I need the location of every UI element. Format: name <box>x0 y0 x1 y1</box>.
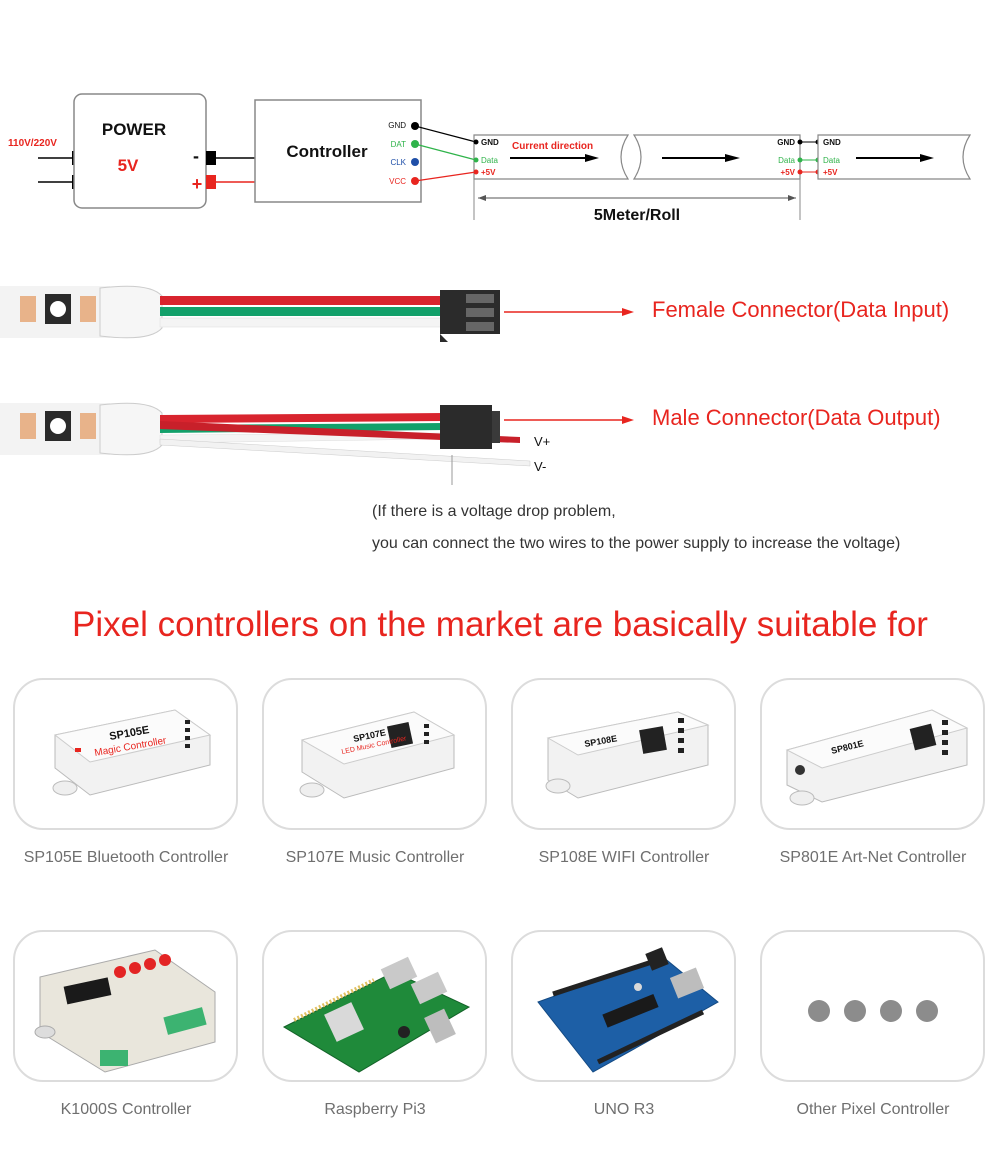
raspberry-pi-board-icon <box>282 956 471 1073</box>
wiring-diagram: 110V/220V POWER 5V - + Controller GND DA… <box>8 93 972 226</box>
sp107e-device-icon: SP107E LED Music Controller <box>299 711 456 799</box>
caption-sp108e: SP108E WIFI Controller <box>538 849 710 866</box>
led-lens-2 <box>50 418 66 434</box>
male-connector-tip <box>492 411 500 443</box>
female-connector-label: Female Connector(Data Input) <box>652 297 950 322</box>
strip3-data: Data <box>823 156 840 165</box>
connector-slot-2 <box>466 308 494 317</box>
direction-arrowhead-3 <box>920 154 934 162</box>
male-connector-body <box>440 405 492 449</box>
strip1-5v-dot <box>473 169 479 175</box>
extra-white-wire <box>159 438 531 467</box>
caption-raspberry-pi3: Raspberry Pi3 <box>324 1101 426 1118</box>
red-wire-1 <box>160 296 445 305</box>
power-minus-terminal <box>206 151 216 165</box>
caption-sp107e: SP107E Music Controller <box>285 849 465 866</box>
controller-card-other <box>760 930 985 1082</box>
led-lens-1 <box>50 301 66 317</box>
strip2-gnd: GND <box>777 138 795 147</box>
led-pad-4 <box>80 413 96 439</box>
power-plus-terminal <box>206 175 216 189</box>
v-plus-label: V+ <box>534 434 550 449</box>
pin-vcc: VCC <box>389 177 406 186</box>
dat-wire <box>414 143 477 161</box>
led-pad-2 <box>80 296 96 322</box>
female-connector-illustration <box>0 285 634 342</box>
pin-gnd: GND <box>388 121 406 130</box>
controller-card-sp108e: SP108E <box>511 678 736 830</box>
power-box <box>73 93 207 209</box>
strip2-5v: +5V <box>781 168 796 177</box>
caption-sp105e: SP105E Bluetooth Controller <box>23 849 229 866</box>
controller-card-raspberry-pi3 <box>262 930 487 1082</box>
section-headline: Pixel controllers on the market are basi… <box>72 605 928 644</box>
joint-5v-dot-a <box>797 169 803 175</box>
roll-arrow-left <box>478 195 486 201</box>
red-wire-2 <box>160 413 445 423</box>
power-title: POWER <box>102 120 166 139</box>
led-pad-1 <box>20 296 36 322</box>
extra-red-wire <box>160 421 520 443</box>
joint-data-dot-a <box>797 157 803 163</box>
green-wire-1 <box>160 307 445 316</box>
roll-arrow-right <box>788 195 796 201</box>
current-direction-label: Current direction <box>512 141 593 152</box>
white-wire-1 <box>159 317 446 328</box>
caption-sp801e: SP801E Art-Net Controller <box>779 849 967 866</box>
controller-title: Controller <box>286 142 368 161</box>
direction-arrowhead-2 <box>725 154 740 162</box>
connector-slot-3 <box>466 322 494 331</box>
strip1-gnd-dot <box>473 139 479 145</box>
strip1-data: Data <box>481 156 498 165</box>
ellipsis-icon <box>808 1000 938 1022</box>
pin-clk: CLK <box>390 158 406 167</box>
controller-card-sp107e: SP107E LED Music Controller <box>262 678 487 830</box>
arduino-uno-board-icon <box>537 947 719 1073</box>
connector-slot-1 <box>466 294 494 303</box>
caption-other-pixel-controller: Other Pixel Controller <box>796 1101 950 1118</box>
controller-card-sp801e: SP801E <box>760 678 985 830</box>
power-voltage: 5V <box>118 156 139 175</box>
direction-arrowhead-1 <box>585 154 599 162</box>
female-arrowhead <box>622 308 634 316</box>
minus-sign: - <box>193 146 199 166</box>
strip3-5v: +5V <box>823 168 838 177</box>
sp108e-device-icon: SP108E <box>545 711 710 799</box>
voltage-note-line2: you can connect the two wires to the pow… <box>372 535 901 552</box>
roll-label-bg <box>585 204 695 226</box>
controller-box <box>254 99 422 203</box>
input-voltage-label: 110V/220V <box>8 138 57 149</box>
plus-sign: + <box>192 174 203 194</box>
controller-card-uno-r3 <box>511 930 736 1082</box>
pin-dat: DAT <box>391 140 407 149</box>
sp801e-device-icon: SP801E <box>785 709 969 806</box>
strip-end-cap-2 <box>99 402 163 456</box>
male-connector-label: Male Connector(Data Output) <box>652 405 941 430</box>
male-arrowhead <box>622 416 634 424</box>
strip1-data-dot <box>473 157 479 163</box>
joint-gnd-dot-a <box>797 139 803 145</box>
vcc-wire <box>414 171 477 182</box>
sp105e-device-icon: SP105E Magic Controller <box>52 709 212 796</box>
led-pad-3 <box>20 413 36 439</box>
strip3-gnd: GND <box>823 138 841 147</box>
caption-uno-r3: UNO R3 <box>593 1101 655 1118</box>
strip-end-cap-1 <box>99 285 163 339</box>
voltage-note-line1: (If there is a voltage drop problem, <box>372 503 616 520</box>
v-minus-label: V- <box>534 459 546 474</box>
gnd-wire <box>414 125 477 143</box>
caption-k1000s: K1000S Controller <box>60 1101 192 1118</box>
strip1-5v: +5V <box>481 168 496 177</box>
roll-length-label: 5Meter/Roll <box>594 207 680 224</box>
k1000s-device-icon <box>34 949 216 1073</box>
strip1-gnd: GND <box>481 138 499 147</box>
strip2-data: Data <box>778 156 795 165</box>
male-connector-illustration: V+ V- <box>0 402 634 485</box>
controller-card-k1000s <box>13 930 238 1082</box>
pin-clk-dot <box>411 158 419 166</box>
controller-card-sp105e: SP105E Magic Controller <box>13 678 238 830</box>
